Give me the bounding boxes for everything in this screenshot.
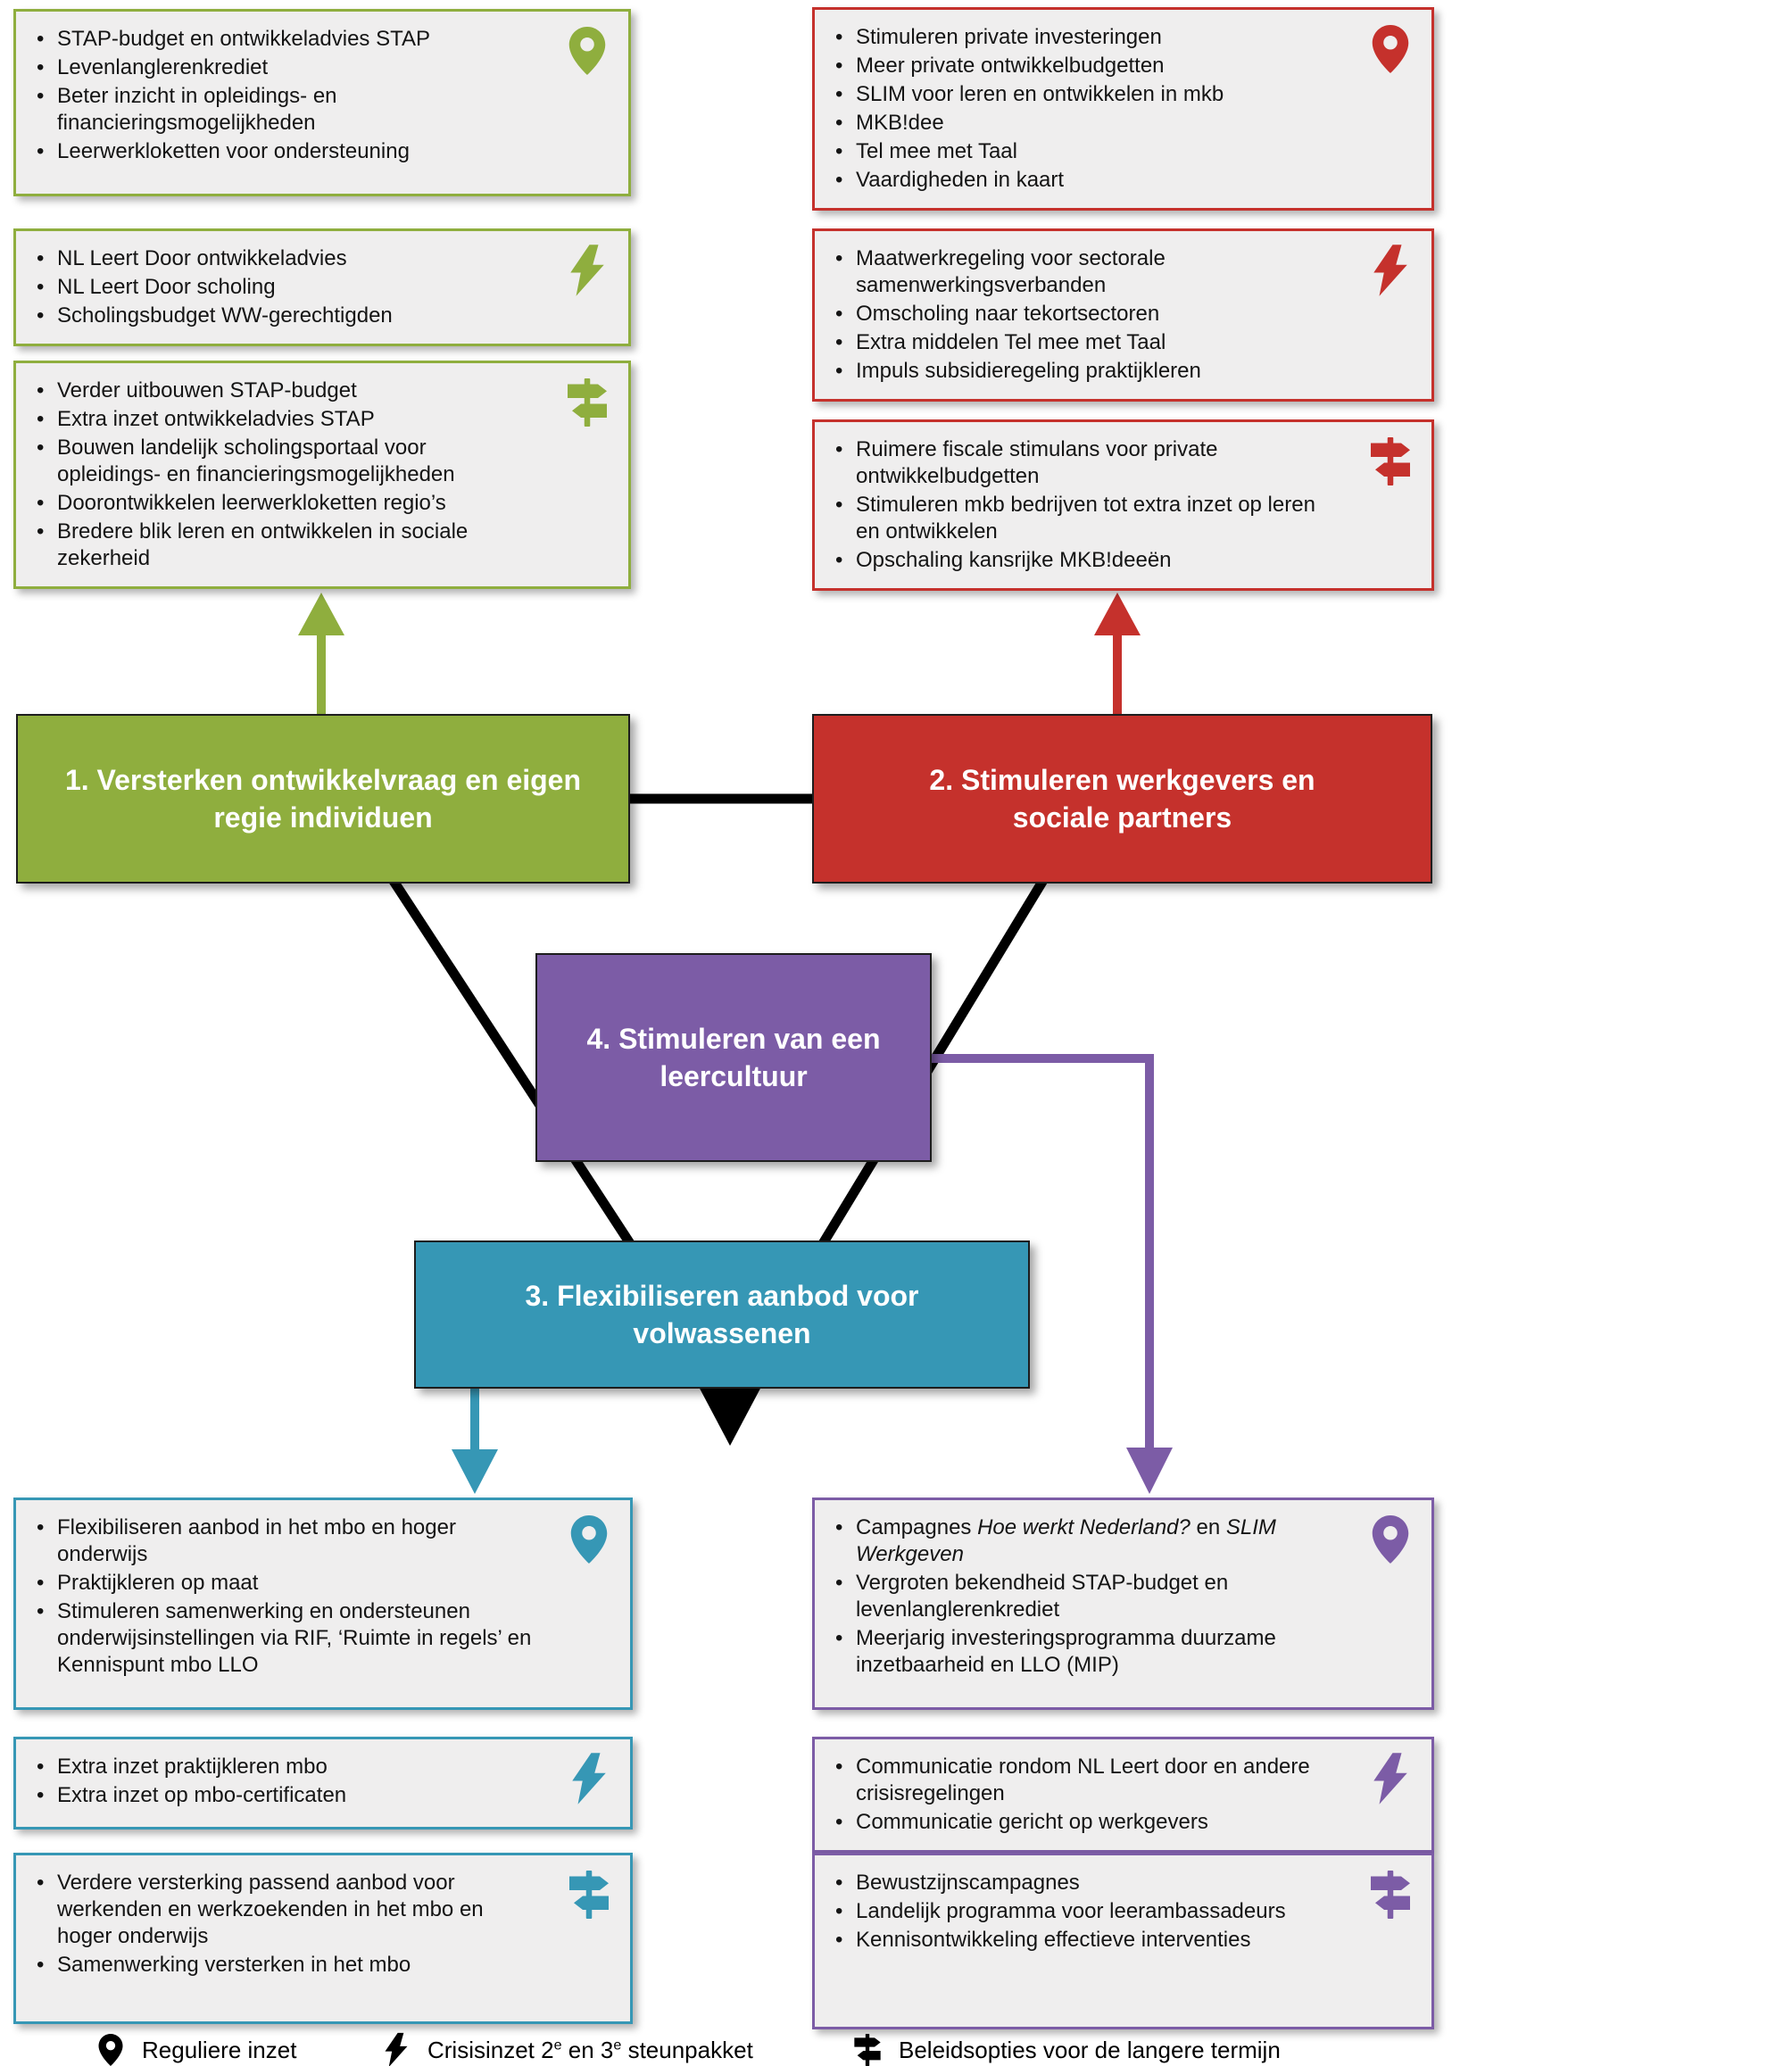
list-item: NL Leert Door scholing [29, 274, 530, 301]
list-item: Communicatie rondom NL Leert door en and… [827, 1754, 1333, 1807]
list-item: Kennisontwikkeling effectieve interventi… [827, 1927, 1333, 1954]
list-item: Levenlanglerenkrediet [29, 54, 530, 81]
panel-4-longterm: BewustzijnscampagnesLandelijk programma … [812, 1853, 1434, 2029]
panel-1-longterm: Verder uitbouwen STAP-budgetExtra inzet … [13, 361, 631, 589]
list-item: Vergroten bekendheid STAP-budget en leve… [827, 1570, 1333, 1623]
list-item: SLIM voor leren en ontwikkelen in mkb [827, 81, 1333, 108]
arrowhead-up-icon [298, 593, 344, 635]
bullet-list: STAP-budget en ontwikkeladvies STAPLeven… [29, 26, 530, 165]
list-item: Beter inzicht in opleidings- en financie… [29, 83, 530, 137]
list-item: Doorontwikkelen leerwerkloketten regio’s [29, 490, 530, 517]
bullet-list: BewustzijnscampagnesLandelijk programma … [827, 1870, 1333, 1954]
list-item: Extra inzet praktijkleren mbo [29, 1754, 532, 1780]
signpost-icon [1364, 1868, 1417, 1921]
list-item: Communicatie gericht op werkgevers [827, 1809, 1333, 1836]
list-item: Meer private ontwikkelbudgetten [827, 53, 1333, 79]
bullet-list: Communicatie rondom NL Leert door en and… [827, 1754, 1333, 1836]
list-item: Opschaling kansrijke MKB!deeën [827, 547, 1333, 574]
panel-3-longterm: Verdere versterking passend aanbod voor … [13, 1853, 633, 2024]
bullet-list: Campagnes Hoe werkt Nederland? en SLIM W… [827, 1514, 1333, 1679]
list-item: Bouwen landelijk scholingsportaal voor o… [29, 435, 530, 488]
list-item: Extra inzet op mbo-certificaten [29, 1782, 532, 1809]
list-item: Vaardigheden in kaart [827, 167, 1333, 194]
list-item: Stimuleren mkb bedrijven tot extra inzet… [827, 492, 1333, 545]
list-item: Meerjarig investeringsprogramma duurzame… [827, 1625, 1333, 1679]
bullet-list: NL Leert Door ontwikkeladviesNL Leert Do… [29, 245, 530, 329]
list-item: Verdere versterking passend aanbod voor … [29, 1870, 532, 1950]
list-item: Ruimere fiscale stimulans voor private o… [827, 436, 1333, 490]
panel-4-crisis: Communicatie rondom NL Leert door en and… [812, 1737, 1434, 1853]
node-label: 2. Stimuleren werkgevers en sociale part… [929, 763, 1315, 834]
bullet-list: Extra inzet praktijkleren mboExtra inzet… [29, 1754, 532, 1809]
list-item: STAP-budget en ontwikkeladvies STAP [29, 26, 530, 53]
legend-label: Beleidsopties voor de langere termijn [899, 2036, 1281, 2063]
pin-icon [1364, 22, 1417, 76]
signpost-icon [1364, 435, 1417, 488]
list-item: Bredere blik leren en ontwikkelen in soc… [29, 519, 530, 572]
bullet-list: Verder uitbouwen STAP-budgetExtra inzet … [29, 378, 530, 572]
legend-crisis: Crisisinzet 2e en 3e steunpakket [378, 2028, 753, 2066]
node-pillar-4: 4. Stimuleren van een leercultuur [535, 953, 932, 1162]
node-pillar-1: 1. Versterken ontwikkelvraag en eigen re… [16, 714, 630, 884]
node-label: 4. Stimuleren van een leercultuur [586, 1022, 881, 1092]
bullet-list: Verdere versterking passend aanbod voor … [29, 1870, 532, 1979]
bullet-list: Stimuleren private investeringenMeer pri… [827, 24, 1333, 194]
legend-label: Reguliere inzet [142, 2036, 297, 2063]
list-item: Leerwerkloketten voor ondersteuning [29, 138, 530, 165]
list-item: Bewustzijnscampagnes [827, 1870, 1333, 1896]
panel-3-crisis: Extra inzet praktijkleren mboExtra inzet… [13, 1737, 633, 1830]
list-item: Praktijkleren op maat [29, 1570, 532, 1597]
arrowhead-down-icon [1126, 1448, 1173, 1494]
signpost-icon [850, 2032, 885, 2066]
lightning-icon [1364, 244, 1417, 297]
legend-regular: Reguliere inzet [93, 2028, 296, 2066]
list-item: Tel mee met Taal [827, 138, 1333, 165]
lightning-icon [560, 244, 614, 297]
list-item: Stimuleren private investeringen [827, 24, 1333, 51]
list-item: Extra middelen Tel mee met Taal [827, 329, 1333, 356]
list-item: Maatwerkregeling voor sectorale samenwer… [827, 245, 1333, 299]
list-item: Campagnes Hoe werkt Nederland? en SLIM W… [827, 1514, 1333, 1568]
node-pillar-2: 2. Stimuleren werkgevers en sociale part… [812, 714, 1432, 884]
node-pillar-3: 3. Flexibiliseren aanbod voor volwassene… [414, 1240, 1030, 1389]
list-item: Stimuleren samenwerking en ondersteunen … [29, 1598, 532, 1679]
arrowhead-down-icon [452, 1449, 498, 1494]
list-item: Verder uitbouwen STAP-budget [29, 378, 530, 404]
list-item: Flexibiliseren aanbod in het mbo en hoge… [29, 1514, 532, 1568]
panel-2-longterm: Ruimere fiscale stimulans voor private o… [812, 419, 1434, 591]
signpost-icon [562, 1868, 616, 1921]
signpost-icon [560, 376, 614, 429]
pin-icon [562, 1513, 616, 1566]
arrowhead-down-icon [698, 1385, 762, 1446]
bullet-list: Maatwerkregeling voor sectorale samenwer… [827, 245, 1333, 385]
list-item: MKB!dee [827, 110, 1333, 137]
lightning-icon [1364, 1752, 1417, 1805]
legend-longterm: Beleidsopties voor de langere termijn [850, 2028, 1281, 2066]
list-item: NL Leert Door ontwikkeladvies [29, 245, 530, 272]
node-label: 1. Versterken ontwikkelvraag en eigen re… [64, 763, 582, 834]
arrowhead-up-icon [1094, 593, 1141, 635]
list-item: Impuls subsidieregeling praktijkleren [827, 358, 1333, 385]
list-item: Extra inzet ontwikkeladvies STAP [29, 406, 530, 433]
lightning-icon [378, 2032, 414, 2066]
list-item: Scholingsbudget WW-gerechtigden [29, 303, 530, 329]
list-item: Omscholing naar tekortsectoren [827, 301, 1333, 328]
legend-label: Crisisinzet 2e en 3e steunpakket [427, 2036, 753, 2063]
lightning-icon [562, 1752, 616, 1805]
list-item: Landelijk programma voor leerambassadeur… [827, 1898, 1333, 1925]
pin-icon [93, 2032, 129, 2066]
bullet-list: Flexibiliseren aanbod in het mbo en hoge… [29, 1514, 532, 1679]
pin-icon [1364, 1513, 1417, 1566]
panel-3-regular: Flexibiliseren aanbod in het mbo en hoge… [13, 1498, 633, 1710]
panel-4-regular: Campagnes Hoe werkt Nederland? en SLIM W… [812, 1498, 1434, 1710]
node-label: 3. Flexibiliseren aanbod voor volwassene… [525, 1279, 919, 1349]
bullet-list: Ruimere fiscale stimulans voor private o… [827, 436, 1333, 574]
panel-2-crisis: Maatwerkregeling voor sectorale samenwer… [812, 228, 1434, 402]
panel-1-crisis: NL Leert Door ontwikkeladviesNL Leert Do… [13, 228, 631, 346]
list-item: Samenwerking versterken in het mbo [29, 1952, 532, 1979]
panel-2-regular: Stimuleren private investeringenMeer pri… [812, 7, 1434, 211]
pin-icon [560, 24, 614, 78]
panel-1-regular: STAP-budget en ontwikkeladvies STAPLeven… [13, 9, 631, 196]
